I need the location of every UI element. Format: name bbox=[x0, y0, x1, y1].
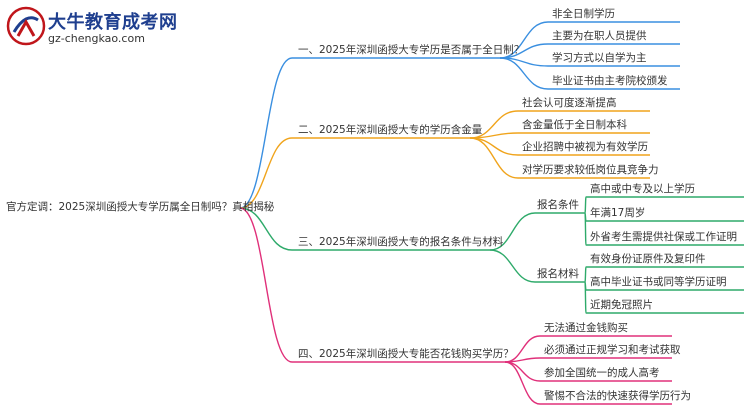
group-connector bbox=[489, 249, 536, 283]
leaf-topic: 毕业证书由主考院校颁发 bbox=[552, 75, 668, 87]
leaf-connector bbox=[504, 361, 541, 405]
leaf-topic: 高中毕业证书或同等学历证明 bbox=[590, 276, 727, 288]
site-logo: 大牛教育成考网 gz-chengkao.com bbox=[6, 6, 186, 50]
logo-title: 大牛教育成考网 bbox=[48, 12, 178, 33]
branch-topic: 三、2025年深圳函授大专的报名条件与材料 bbox=[298, 236, 504, 248]
branch-topic: 四、2025年深圳函授大专能否花钱购买学历？ bbox=[298, 348, 514, 360]
branch-connector bbox=[239, 207, 293, 363]
leaf-topic: 无法通过金钱购买 bbox=[544, 322, 628, 334]
leaf-connector bbox=[469, 137, 519, 179]
leaf-topic: 含金量低于全日制本科 bbox=[522, 119, 627, 131]
group-topic: 报名材料 bbox=[537, 268, 579, 280]
group-connector bbox=[489, 212, 536, 251]
leaf-topic: 高中或中专及以上学历 bbox=[590, 183, 695, 195]
leaf-topic: 近期免冠照片 bbox=[590, 299, 653, 311]
group-topic: 报名条件 bbox=[537, 199, 579, 211]
leaf-topic: 警惕不合法的快速获得学历行为 bbox=[544, 390, 691, 402]
branch-connector bbox=[239, 137, 293, 209]
logo-url: gz-chengkao.com bbox=[48, 32, 145, 45]
leaf-connector bbox=[584, 266, 587, 283]
leaf-connector bbox=[584, 281, 587, 314]
branch-topic: 二、2025年深圳函授大专的学历含金量 bbox=[298, 124, 483, 136]
leaf-topic: 社会认可度逐渐提高 bbox=[522, 97, 617, 109]
leaf-topic: 外省考生需提供社保或工作证明 bbox=[590, 231, 737, 243]
leaf-topic: 必须通过正规学习和考试获取 bbox=[544, 344, 681, 356]
logo-mark-icon bbox=[6, 6, 46, 46]
leaf-connector bbox=[499, 57, 549, 90]
leaf-connector bbox=[584, 212, 587, 246]
leaf-topic: 有效身份证原件及复印件 bbox=[590, 253, 706, 265]
leaf-topic: 年满17周岁 bbox=[590, 207, 646, 219]
leaf-connector bbox=[469, 137, 519, 156]
branch-topic: 一、2025年深圳函授大专学历是否属于全日制？ bbox=[298, 44, 525, 56]
leaf-topic: 企业招聘中被视为有效学历 bbox=[522, 141, 648, 153]
leaf-topic: 对学历要求较低岗位具竞争力 bbox=[522, 164, 659, 176]
branch-connector bbox=[239, 57, 293, 209]
leaf-topic: 主要为在职人员提供 bbox=[552, 30, 647, 42]
leaf-topic: 参加全国统一的成人高考 bbox=[544, 367, 660, 379]
branch-connector bbox=[239, 207, 293, 251]
leaf-topic: 非全日制学历 bbox=[552, 8, 615, 20]
leaf-connector bbox=[584, 196, 587, 214]
leaf-connector bbox=[504, 361, 541, 382]
root-topic: 官方定调：2025深圳函授大专学历属全日制吗？真相揭秘 bbox=[6, 201, 275, 213]
leaf-topic: 学习方式以自学为主 bbox=[552, 52, 647, 64]
